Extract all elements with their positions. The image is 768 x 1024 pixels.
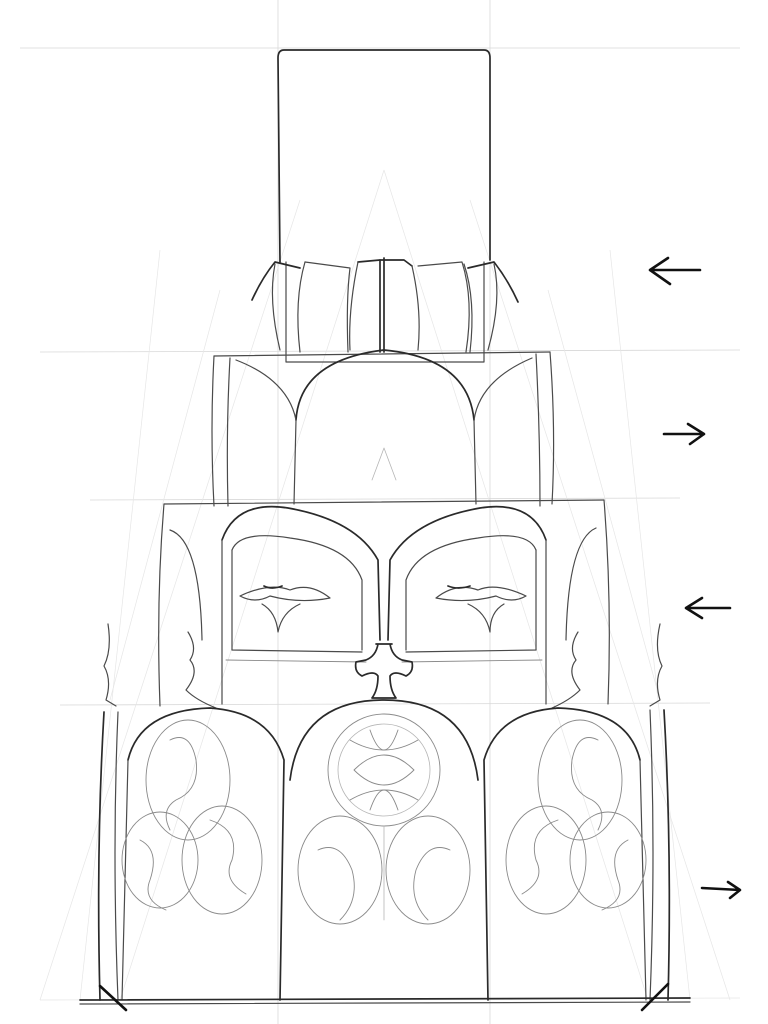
construction-guides xyxy=(20,0,741,1024)
top-box xyxy=(277,49,491,363)
arrow-right-icon xyxy=(662,422,706,446)
right-swirl-ornament xyxy=(505,719,647,915)
arrow-left-icon xyxy=(684,596,732,620)
tier-three xyxy=(158,499,610,707)
bottom-tier xyxy=(79,699,691,1012)
arrow-left-icon xyxy=(648,256,702,286)
arrow-right-icon xyxy=(700,880,742,900)
cross-ornament xyxy=(354,643,414,699)
upper-crown xyxy=(251,257,519,353)
left-swirl-ornament xyxy=(121,719,263,915)
tier-two xyxy=(211,349,555,507)
side-finials xyxy=(103,623,663,709)
center-medallion xyxy=(297,713,471,925)
